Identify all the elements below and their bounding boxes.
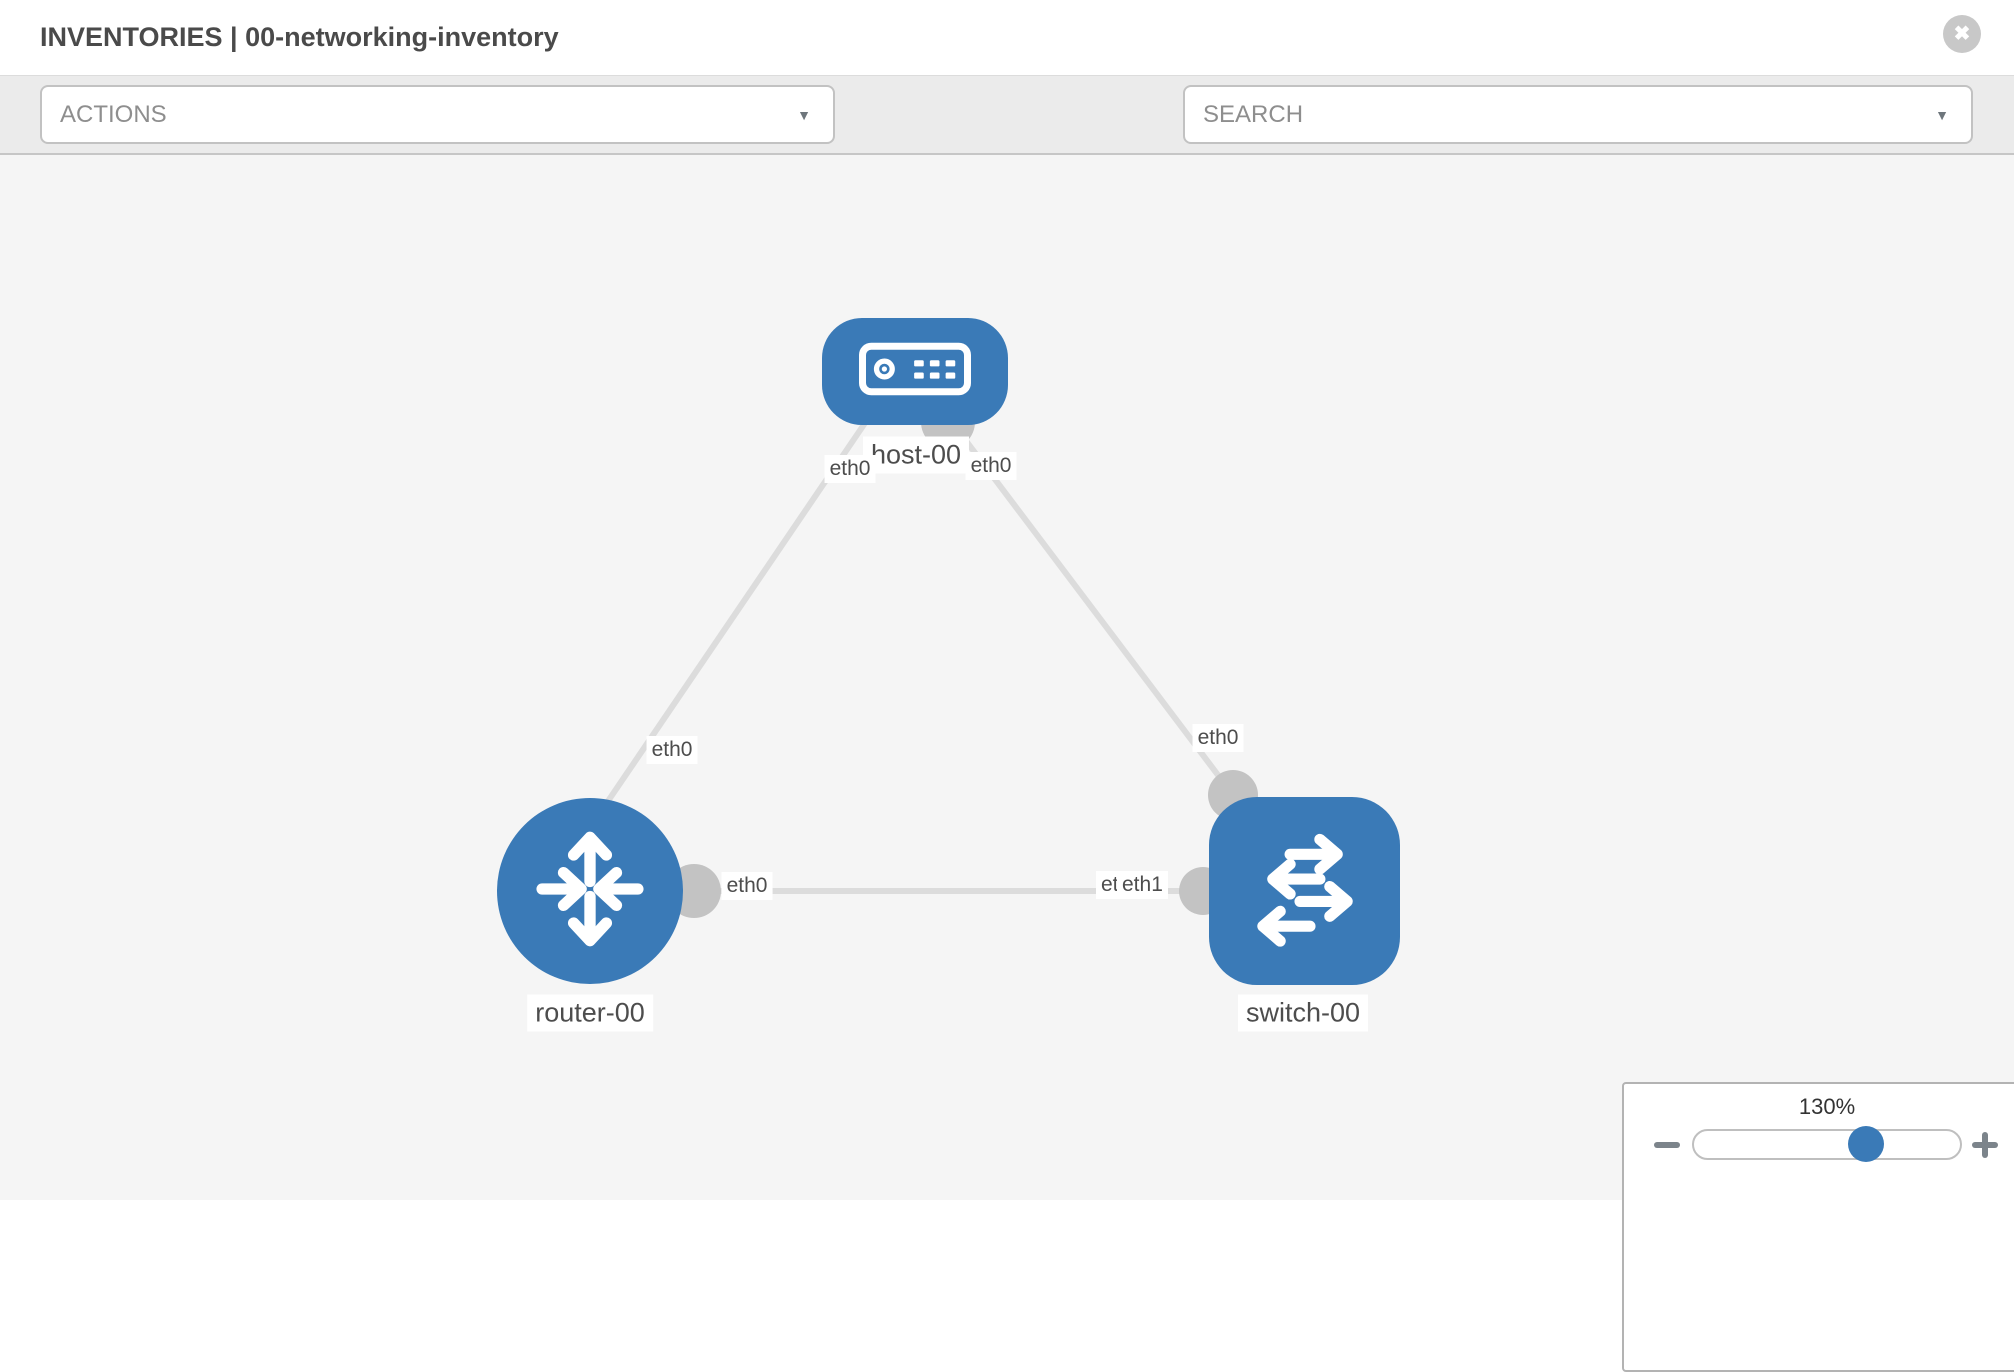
plus-icon: [1982, 1132, 1988, 1158]
interface-label: eth0: [721, 872, 773, 900]
actions-dropdown[interactable]: ACTIONS ▼: [40, 85, 835, 144]
zoom-slider-track[interactable]: [1692, 1126, 1962, 1162]
switch-arrows-icon: [1243, 827, 1367, 956]
chevron-down-icon: ▼: [1935, 106, 1949, 123]
toolbar: ACTIONS ▼ SEARCH ▼: [0, 76, 2014, 208]
chevron-down-icon: ▼: [797, 106, 811, 123]
node-label-host: host-00: [862, 436, 970, 474]
topology-canvas[interactable]: host-00 router-00 switch-00 eth0 eth0 et…: [0, 155, 2014, 1372]
server-icon: [857, 341, 973, 402]
page-title: INVENTORIES | 00-networking-inventory: [40, 22, 559, 52]
zoom-slider-thumb[interactable]: [1848, 1126, 1884, 1162]
node-label-router: router-00: [527, 994, 653, 1032]
actions-dropdown-label: ACTIONS: [60, 100, 167, 128]
topology-edges: [601, 395, 1258, 918]
close-icon: ✖: [1953, 23, 1971, 45]
interface-label: eth0: [965, 452, 1017, 480]
zoom-out-button[interactable]: [1650, 1129, 1684, 1160]
router-arrows-icon: [527, 826, 653, 957]
node-label-switch: switch-00: [1237, 994, 1369, 1032]
node-switch[interactable]: [1209, 797, 1400, 985]
node-host[interactable]: [822, 318, 1008, 425]
interface-label: eth0: [1192, 724, 1244, 752]
minus-icon: [1654, 1142, 1680, 1148]
interface-label: eth0: [646, 736, 698, 764]
header: INVENTORIES | 00-networking-inventory ✖: [0, 0, 2014, 76]
search-dropdown-label: SEARCH: [1203, 100, 1304, 128]
close-button[interactable]: ✖: [1943, 15, 1981, 53]
zoom-level-text: 130%: [1798, 1094, 1856, 1119]
node-router[interactable]: [497, 798, 683, 984]
zoom-in-button[interactable]: [1968, 1129, 2002, 1160]
interface-label: eth0: [824, 455, 876, 483]
zoom-control-panel: 130%: [1622, 1082, 2014, 1372]
link-host-switch: [945, 415, 1236, 797]
interface-label: eth1: [1117, 871, 1168, 899]
search-dropdown[interactable]: SEARCH ▼: [1183, 85, 1973, 144]
